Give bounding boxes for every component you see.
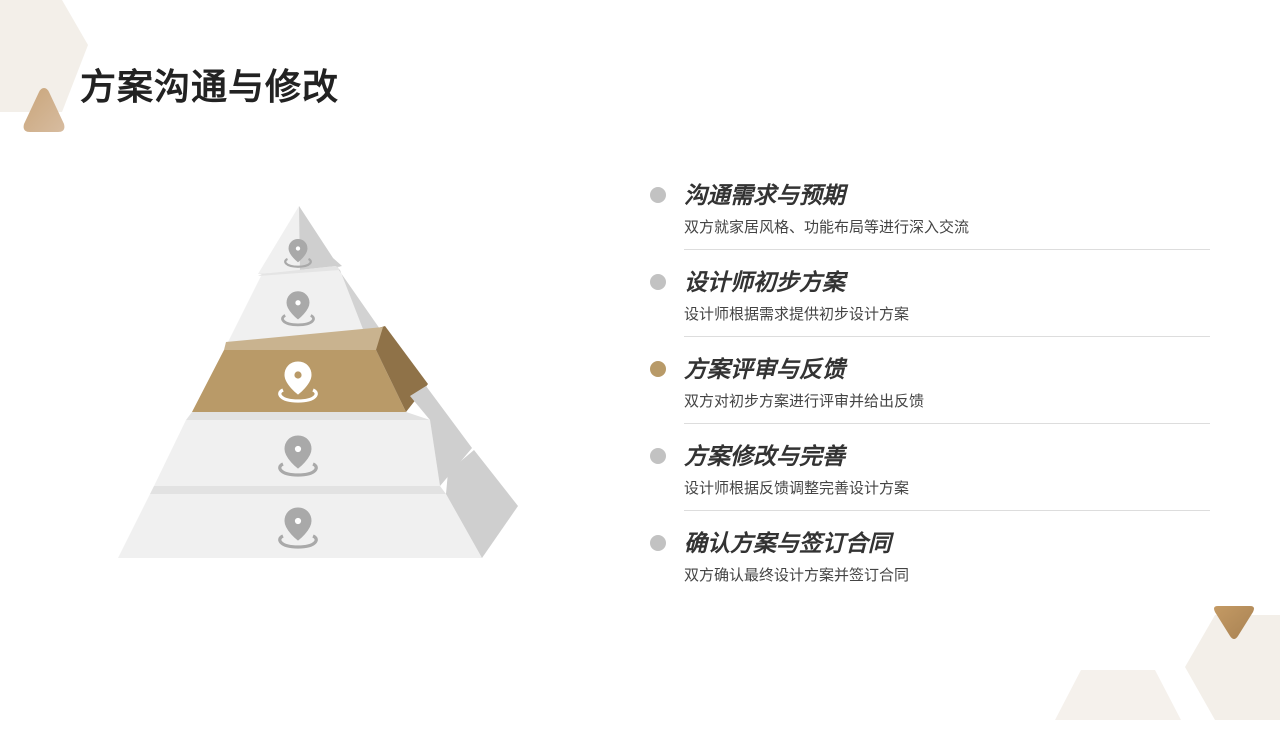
bullet-dot: [650, 535, 666, 551]
item-title: 沟通需求与预期: [684, 183, 845, 209]
item-title: 设计师初步方案: [684, 270, 845, 296]
location-pin-icon: [278, 360, 318, 403]
divider: [684, 510, 1210, 511]
item-description: 双方确认最终设计方案并签订合同: [684, 566, 910, 584]
bullet-dot: [650, 361, 666, 377]
bullet-dot: [650, 274, 666, 290]
item-description: 双方就家居风格、功能布局等进行深入交流: [684, 218, 970, 236]
pyramid-layer-5: [118, 450, 518, 558]
divider: [684, 249, 1210, 250]
pyramid-diagram: [118, 206, 518, 558]
top-left-triangle-decoration: [23, 88, 65, 132]
item-title: 方案修改与完善: [684, 444, 845, 470]
divider: [684, 336, 1210, 337]
bullet-dot: [650, 187, 666, 203]
item-description: 设计师根据反馈调整完善设计方案: [684, 479, 910, 497]
bullet-dot: [650, 448, 666, 464]
bottom-right-triangle-decoration: [1214, 606, 1254, 639]
item-description: 设计师根据需求提供初步设计方案: [684, 305, 910, 323]
bottom-center-hexagon-decoration: [1055, 670, 1181, 720]
page-title: 方案沟通与修改: [80, 67, 340, 108]
bottom-right-hexagon-decoration: [1185, 615, 1280, 720]
item-title: 确认方案与签订合同: [684, 531, 891, 557]
item-description: 双方对初步方案进行评审并给出反馈: [684, 392, 925, 410]
top-left-hexagon-decoration: [0, 0, 88, 112]
divider: [684, 423, 1210, 424]
item-title: 方案评审与反馈: [684, 357, 845, 383]
